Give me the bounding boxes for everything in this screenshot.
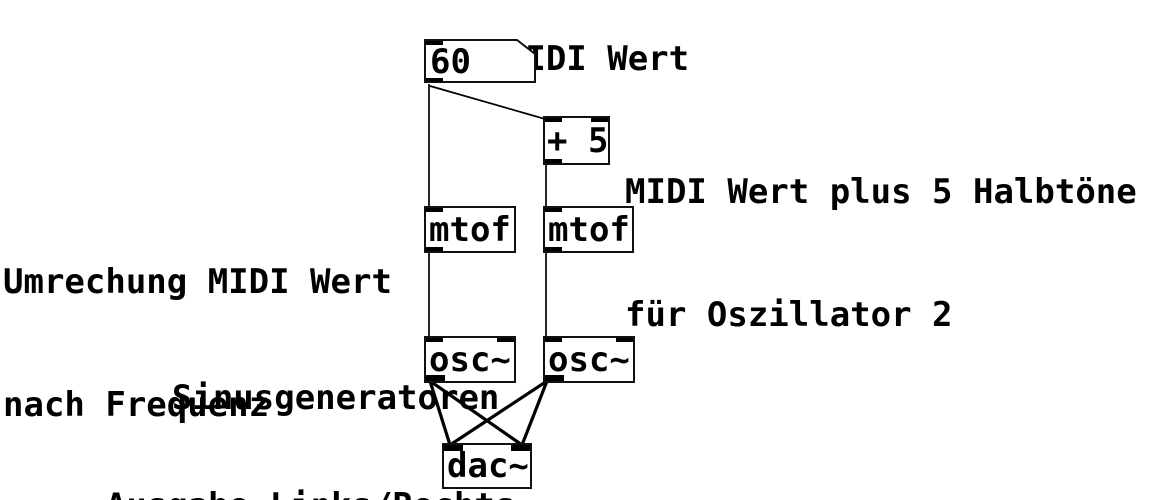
mtof-right-outlet-nub <box>545 247 562 251</box>
dac-right-inlet-nub <box>511 445 530 451</box>
osc-left-signal-outlet-nub <box>426 375 445 381</box>
comment-plus5-halbtoene: MIDI Wert plus 5 Halbtöne für Oszillator… <box>625 90 1137 418</box>
plus5-left-inlet-nub <box>545 118 562 122</box>
object-box-osc-right[interactable]: osc~ <box>543 336 635 383</box>
cord-osc-left-to-dac-right <box>429 379 523 447</box>
number-box-outline <box>424 39 536 83</box>
comment-plus5-line2: für Oszillator 2 <box>625 295 953 335</box>
comment-plus5-line1: MIDI Wert plus 5 Halbtöne <box>625 172 1137 212</box>
osc-left-phase-inlet-nub <box>497 338 514 342</box>
osc-right-phase-inlet-nub <box>616 338 633 342</box>
osc-right-signal-outlet-nub <box>545 375 564 381</box>
number-box-outlet-nub <box>426 78 443 82</box>
mtof-left-outlet-nub <box>426 247 443 251</box>
osc-right-label: osc~ <box>548 339 630 380</box>
osc-left-label: osc~ <box>429 339 511 380</box>
object-box-plus5[interactable]: + 5 <box>543 116 610 165</box>
number-box-inlet-nub <box>426 41 443 45</box>
cord-osc-left-to-dac-left <box>428 380 452 446</box>
comment-ausgabe-links-rechts: Ausgabe Links/Rechts <box>24 445 515 500</box>
mtof-left-label: mtof <box>429 209 511 250</box>
comment-sinus-text: Sinusgeneratoren <box>171 378 500 418</box>
cord-osc-right-to-dac-left <box>449 379 548 447</box>
plus5-right-inlet-nub <box>591 118 608 122</box>
comment-umrechnung: Umrechung MIDI Wert nach Frequenz <box>3 180 392 500</box>
object-box-mtof-right[interactable]: mtof <box>543 206 634 253</box>
number-box-value: 60 <box>430 41 471 82</box>
dac-left-inlet-nub <box>444 445 463 451</box>
cord-osc-right-to-dac-right <box>520 380 549 446</box>
mtof-left-inlet-nub <box>426 208 443 212</box>
mtof-right-inlet-nub <box>545 208 562 212</box>
plus5-outlet-nub <box>545 159 562 163</box>
comment-umrechnung-line2: nach Frequenz <box>3 385 270 425</box>
comment-ausgabe-text: Ausgabe Links/Rechts <box>106 486 515 500</box>
plus5-label: + 5 <box>547 120 609 161</box>
number-box-midi-value[interactable]: 60 <box>424 39 536 84</box>
cord-number-to-plus5 <box>429 85 546 120</box>
osc-right-freq-inlet-nub <box>545 338 562 342</box>
object-box-osc-left[interactable]: osc~ <box>424 336 516 383</box>
comment-umrechnung-line1: Umrechung MIDI Wert <box>3 262 392 302</box>
dac-label: dac~ <box>447 446 529 486</box>
object-box-dac[interactable]: dac~ <box>442 443 532 489</box>
object-box-mtof-left[interactable]: mtof <box>424 206 516 253</box>
osc-left-freq-inlet-nub <box>426 338 443 342</box>
mtof-right-label: mtof <box>548 209 630 250</box>
comment-sinusgeneratoren: Sinusgeneratoren <box>90 337 500 460</box>
